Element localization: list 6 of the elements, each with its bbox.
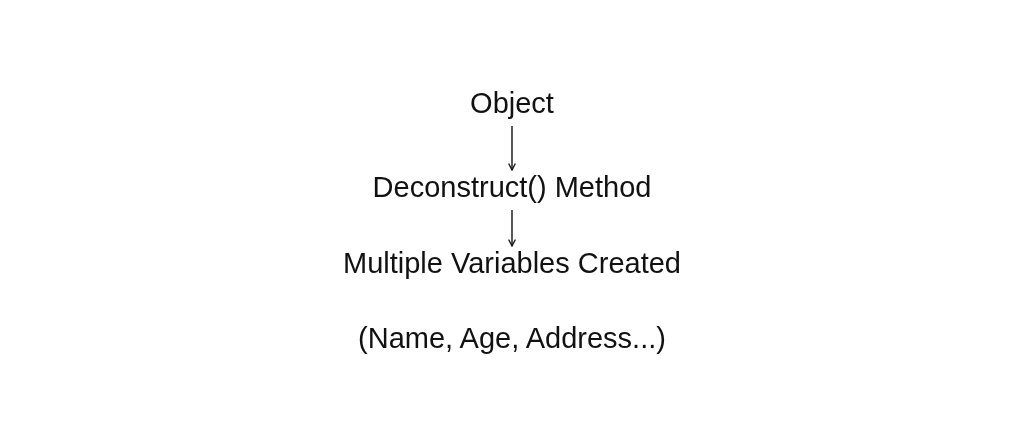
note-text: (Name, Age, Address...) [358, 321, 666, 355]
step-text: Multiple Variables Created [343, 246, 681, 280]
step-text: Object [470, 86, 554, 120]
arrow [507, 209, 517, 247]
arrow [507, 125, 517, 171]
step-text: Deconstruct() Method [372, 170, 652, 204]
